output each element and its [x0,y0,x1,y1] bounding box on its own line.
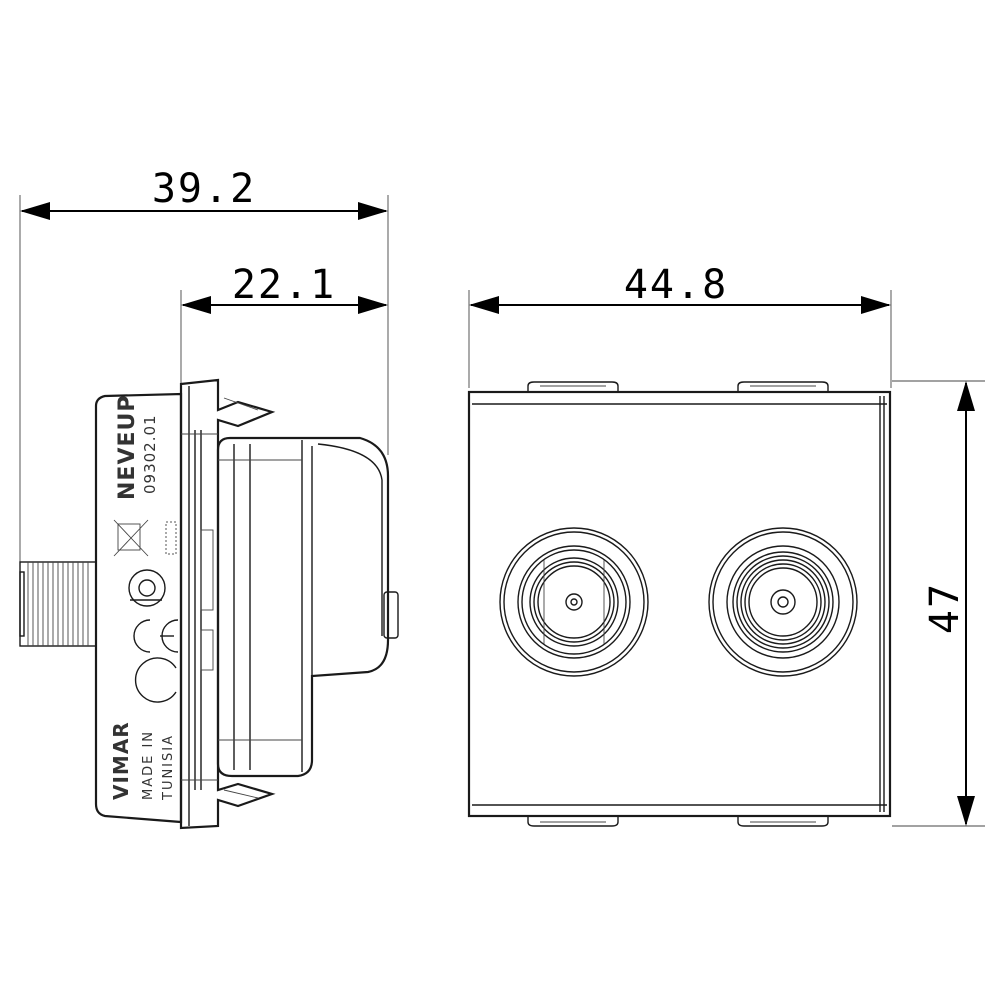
dimension-value-overall-depth: 39.2 [152,166,256,212]
dimension-value-width: 44.8 [624,262,728,308]
coaxial-socket-right [708,527,858,677]
dimension-overall-depth: 39.2 [19,166,389,570]
thread-tip [19,571,25,637]
bottom-clips [527,816,829,827]
certification-mark-icon [128,569,166,607]
arrow-top-icon [957,381,975,411]
front-cap [216,436,399,778]
dimension-front-depth: 22.1 [180,262,388,385]
f-connector-thread [19,561,97,647]
arrow-right-icon [861,296,891,314]
coaxial-socket-left [499,527,649,677]
top-clips [527,381,829,392]
rear-housing [94,392,183,824]
dimension-height: 47 [892,380,985,827]
mounting-frame [179,378,276,830]
brand-label: VIMAR [109,721,133,800]
side-tab [383,591,399,639]
arrow-right-icon [358,202,388,220]
dimension-value-front-depth: 22.1 [232,262,336,308]
front-plate [467,390,892,818]
dimension-value-height: 47 [922,582,968,634]
arrow-right-icon [358,296,388,314]
arrow-left-icon [181,296,211,314]
front-view [467,381,892,827]
dimension-width: 44.8 [468,262,892,388]
model-label: NEVEUP [115,395,140,500]
arrow-left-icon [469,296,499,314]
code-label: 09302.01 [141,414,159,494]
origin-line1-label: MADE IN [141,730,156,800]
side-view: NEVEUP 09302.01 VIMAR MADE IN TUNISIA [19,378,399,830]
ce-mark-icon [133,619,179,653]
mark-arc-icon [134,657,177,703]
arrow-left-icon [20,202,50,220]
origin-line2-label: TUNISIA [161,734,176,801]
arrow-bottom-icon [957,796,975,826]
weee-bin-icon [113,519,177,557]
